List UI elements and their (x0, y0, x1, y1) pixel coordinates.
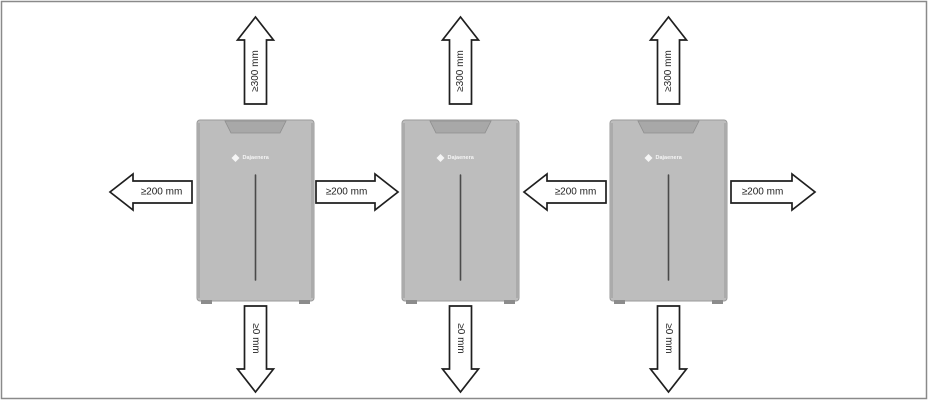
clearance-bottom-arrow-2-shape (440, 305, 481, 394)
clearance-right-arrow-3-label: ≥200 mm (742, 187, 784, 198)
arrows-layer: ≥300 mm ≥0 mm ≥300 mm ≥0 mm ≥300 mm ≥0 mm ≥200… (108, 15, 817, 394)
brand-text: Dajaenera (448, 155, 475, 161)
clearance-bottom-arrow-3: ≥0 mm (648, 305, 689, 394)
battery-unit-1: Dajaenera (196, 119, 315, 304)
unit-right-edge (516, 123, 519, 298)
clearance-left-arrow-3: ≥200 mm (522, 172, 607, 212)
clearance-right-arrow-3-shape (730, 172, 817, 212)
unit-left-edge (197, 123, 200, 298)
clearance-right-arrow-1-shape (315, 172, 400, 212)
brand-logo-icon (231, 154, 240, 162)
unit-left-edge (610, 123, 613, 298)
battery-unit-2: Dajaenera (401, 119, 520, 304)
clearance-left-arrow-1: ≥200 mm (108, 172, 193, 212)
clearance-left-arrow-3-label: ≥200 mm (555, 187, 597, 198)
clearance-bottom-arrow-1: ≥0 mm (235, 305, 276, 394)
clearance-right-arrow-3: ≥200 mm (730, 172, 817, 212)
brand-logo: Dajaenera (436, 154, 475, 162)
clearance-top-arrow-1-shape (235, 15, 276, 105)
clearance-top-arrow-1-label: ≥300 mm (250, 50, 261, 92)
clearance-left-arrow-1-label: ≥200 mm (141, 187, 183, 198)
clearance-right-arrow-1: ≥200 mm (315, 172, 400, 212)
clearance-top-arrow-3: ≥300 mm (648, 15, 689, 105)
brand-text: Dajaenera (656, 155, 683, 161)
clearance-bottom-arrow-3-shape (648, 305, 689, 394)
brand-logo-icon (436, 154, 445, 162)
foot-right (712, 300, 723, 304)
clearance-bottom-arrow-2: ≥0 mm (440, 305, 481, 394)
brand-text: Dajaenera (243, 155, 270, 161)
handle-recess (224, 120, 287, 134)
handle-recess (637, 120, 700, 134)
unit-left-edge (402, 123, 405, 298)
clearance-top-arrow-3-shape (648, 15, 689, 105)
handle-recess (429, 120, 492, 134)
clearance-bottom-arrow-1-shape (235, 305, 276, 394)
battery-unit-3: Dajaenera (609, 119, 728, 304)
foot-left (201, 300, 212, 304)
brand-logo-icon (644, 154, 653, 162)
unit-right-edge (724, 123, 727, 298)
clearance-bottom-arrow-2-label: ≥0 mm (455, 323, 466, 354)
foot-right (299, 300, 310, 304)
clearance-bottom-arrow-1-label: ≥0 mm (250, 323, 261, 354)
brand-logo: Dajaenera (231, 154, 270, 162)
brand-logo: Dajaenera (644, 154, 683, 162)
foot-left (614, 300, 625, 304)
clearance-top-arrow-2: ≥300 mm (440, 15, 481, 105)
clearance-left-arrow-1-shape (108, 172, 193, 212)
clearance-top-arrow-3-label: ≥300 mm (663, 50, 674, 92)
units-layer: Dajaenera Dajaenera Dajaenera (196, 119, 728, 304)
unit-right-edge (311, 123, 314, 298)
clearance-top-arrow-2-label: ≥300 mm (455, 50, 466, 92)
clearance-top-arrow-2-shape (440, 15, 481, 105)
clearance-right-arrow-1-label: ≥200 mm (326, 187, 368, 198)
clearance-bottom-arrow-3-label: ≥0 mm (663, 323, 674, 354)
clearance-left-arrow-3-shape (522, 172, 607, 212)
foot-right (504, 300, 515, 304)
foot-left (406, 300, 417, 304)
clearance-top-arrow-1: ≥300 mm (235, 15, 276, 105)
